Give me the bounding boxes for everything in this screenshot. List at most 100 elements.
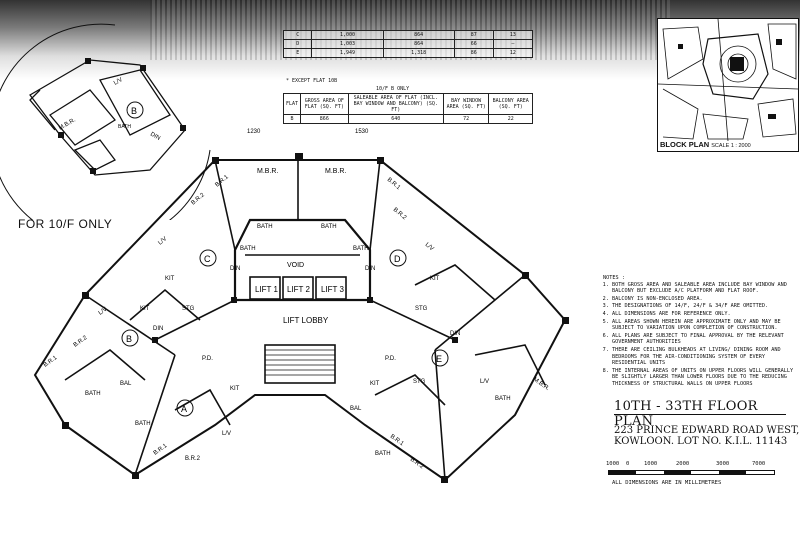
table-cell: 86 <box>453 48 494 58</box>
room-label: KIT <box>230 386 240 392</box>
unit-label: B <box>131 106 137 116</box>
address-line-1: 223 PRINCE EDWARD ROAD WEST, <box>614 425 800 436</box>
table-cell: 22 <box>488 114 533 124</box>
room-label: STG <box>415 306 428 312</box>
lift-lobby-label: LIFT LOBBY <box>283 316 329 325</box>
unit-label: D <box>394 254 401 264</box>
room-label: BATH <box>375 451 391 457</box>
scale-tick: 1000 <box>644 461 658 467</box>
table-header: SALEABLE AREA OF FLAT (INCL. BAY WINDOW … <box>347 93 444 115</box>
scale-note: ALL DIMENSIONS ARE IN MILLIMETRES <box>612 480 722 486</box>
room-label: BATH <box>353 246 369 252</box>
note-item: BALCONY IS NON-ENCLOSED AREA. <box>612 296 798 303</box>
room-label: DIN <box>149 132 161 142</box>
block-plan-panel <box>657 18 799 152</box>
address: 223 PRINCE EDWARD ROAD WEST, KOWLOON. LO… <box>614 425 799 447</box>
room-label: BATH <box>240 246 256 252</box>
table-cell: 864 <box>382 30 455 40</box>
dimension-label: 1530 <box>355 129 369 135</box>
scale-tick: 1000 <box>606 461 620 467</box>
table-row: D 1,003 864 66 – <box>282 39 534 49</box>
dimension-label: 1230 <box>247 129 261 135</box>
room-label: DIN <box>230 266 240 272</box>
note-item: ALL PLANS ARE SUBJECT TO FINAL APPROVAL … <box>612 333 798 346</box>
block-plan-scale: SCALE 1 : 2000 <box>711 143 751 149</box>
table-cell: 864 <box>382 39 455 49</box>
note-item: ALL AREAS SHOWN HEREIN ARE APPROXIMATE O… <box>612 319 798 332</box>
scale-tick: 0 <box>626 461 630 467</box>
plan-title: 10TH - 33TH FLOOR PLAN <box>614 399 758 429</box>
room-label: B.R.2 <box>73 335 89 349</box>
room-label: DIN <box>365 266 375 272</box>
table-cell: 72 <box>442 114 490 124</box>
room-label: M.B.R. <box>257 168 278 175</box>
room-label: BATH <box>85 391 101 397</box>
room-label: BAL <box>120 381 132 387</box>
table-header-row: FLAT GROSS AREA OF FLAT (SQ. FT) SALEABL… <box>282 93 533 115</box>
block-plan-title: BLOCK PLAN <box>660 140 710 149</box>
room-label: B.R.1 <box>389 434 405 448</box>
room-label: M.B.R. <box>325 168 346 175</box>
block-plan-map <box>657 18 799 142</box>
scale-tick: 3000 <box>716 461 730 467</box>
table-header: FLAT <box>282 93 302 115</box>
room-label: BATH <box>135 421 151 427</box>
table-cell: 87 <box>453 30 494 40</box>
room-label: P.D. <box>202 356 213 362</box>
table-row: E 1,949 1,318 86 12 <box>282 48 534 58</box>
unit-label: E <box>436 354 442 364</box>
notes-list: BOTH GROSS AREA AND SALEABLE AREA INCLUD… <box>603 282 798 388</box>
room-label: DIN <box>153 326 163 332</box>
notes-block: NOTES : BOTH GROSS AREA AND SALEABLE ARE… <box>603 275 798 389</box>
table-header: BALCONY AREA (SQ. FT) <box>488 93 533 115</box>
room-label: BATH <box>495 396 511 402</box>
table-header: BAY WINDOW AREA (SQ. FT) <box>442 93 490 115</box>
room-label: KIT <box>370 381 380 387</box>
room-label: B.R.2 <box>392 207 408 222</box>
unit-table-caption: 10/F B ONLY <box>376 86 410 92</box>
block-plan-label: BLOCK PLAN SCALE 1 : 2000 <box>660 140 751 149</box>
room-label: L/V <box>157 236 168 246</box>
note-item: THERE ARE CEILING BULKHEADS AT LIVING/ D… <box>612 347 798 367</box>
unit-label: A <box>181 404 187 414</box>
notes-heading: NOTES : <box>603 275 625 281</box>
table-footnote: * EXCEPT FLAT 10B <box>286 78 338 84</box>
room-label: L/V <box>98 307 109 317</box>
table-cell: – <box>492 39 534 49</box>
note-item: ALL DIMENSIONS ARE FOR REFERENCE ONLY. <box>612 311 798 318</box>
table-header: GROSS AREA OF FLAT (SQ. FT) <box>300 93 349 115</box>
unit-label: C <box>204 254 211 264</box>
room-label: KIT <box>165 276 175 282</box>
title-underline <box>614 414 786 415</box>
room-label: B.R.2 <box>185 456 201 462</box>
room-label: L/V <box>222 431 231 437</box>
room-label: KIT <box>140 306 150 312</box>
address-line-2: KOWLOON. LOT NO. K.I.L. 11143 <box>614 436 788 447</box>
table-row: C 1,000 864 87 13 <box>282 30 534 40</box>
scale-tick: 2000 <box>676 461 690 467</box>
room-label: B.R.1 <box>43 355 59 369</box>
room-label: KIT <box>430 276 440 282</box>
table-cell: D <box>282 39 313 49</box>
table-cell: B <box>282 114 302 124</box>
note-item: THE INTERNAL AREAS OF UNITS ON UPPER FLO… <box>612 368 798 388</box>
floor-plan: 1230 1530 LIFT 1 LIFT 2 LIFT 3 VOID LIFT… <box>33 129 569 483</box>
table-cell: 1,000 <box>311 30 384 40</box>
top-area-table: C 1,000 864 87 13 D 1,003 864 66 – E 1,9… <box>282 30 534 58</box>
room-label: B.R.2 <box>190 192 206 207</box>
room-label: STG <box>413 379 426 385</box>
room-label: P.D. <box>385 356 396 362</box>
room-label: BATH <box>118 124 131 130</box>
scale-tick: 7000 <box>752 461 766 467</box>
room-label: DIN <box>450 331 460 337</box>
table-cell: C <box>282 30 313 40</box>
lift-label: LIFT 1 <box>255 285 279 294</box>
note-item: BOTH GROSS AREA AND SALEABLE AREA INCLUD… <box>612 282 798 295</box>
room-label: BATH <box>321 224 337 230</box>
table-row: B 866 640 72 22 <box>282 114 533 124</box>
scale-bar <box>608 470 775 475</box>
unit-area-table: FLAT GROSS AREA OF FLAT (SQ. FT) SALEABL… <box>282 93 533 124</box>
room-label: L/V <box>113 77 124 87</box>
table-cell: 866 <box>300 114 349 124</box>
table-cell: 1,318 <box>382 48 455 58</box>
